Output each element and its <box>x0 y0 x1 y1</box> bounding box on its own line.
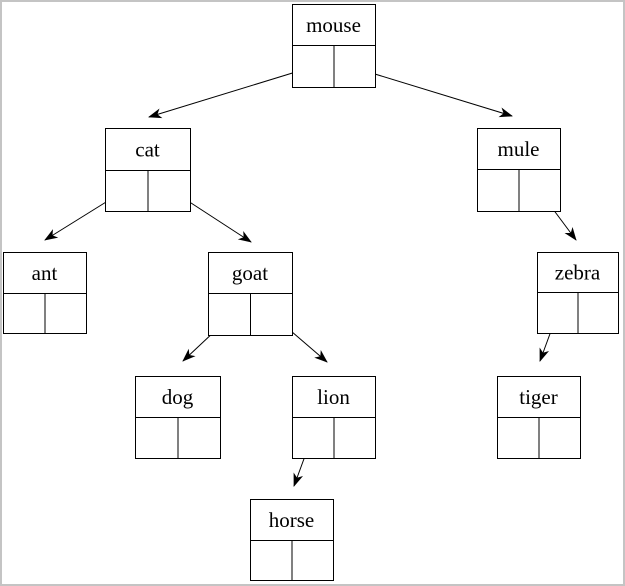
node-label-lion: lion <box>317 385 350 409</box>
edge-mouse-left-to-cat <box>148 66 313 119</box>
node-label-tiger: tiger <box>519 385 557 409</box>
node-label-ant: ant <box>32 261 58 285</box>
tree-node-goat: goat <box>208 252 293 336</box>
tree-node-tiger: tiger <box>497 376 581 459</box>
tree-node-cat: cat <box>105 128 191 212</box>
node-label-dog: dog <box>162 385 194 409</box>
node-label-cat: cat <box>135 138 160 162</box>
node-label-mule: mule <box>498 137 540 161</box>
tree-node-mouse: mouse <box>292 4 376 88</box>
edge-mouse-right-to-mule <box>351 66 513 118</box>
tree-node-zebra: zebra <box>537 252 619 334</box>
tree-node-lion: lion <box>292 376 376 459</box>
tree-node-mule: mule <box>477 128 561 212</box>
node-label-zebra: zebra <box>555 261 601 285</box>
nodes-layer: mouse cat mule ant goat zebra dog lion tiger hors… <box>3 4 619 581</box>
node-label-mouse: mouse <box>306 13 361 37</box>
tree-node-dog: dog <box>135 376 221 459</box>
node-label-goat: goat <box>232 261 268 285</box>
node-label-horse: horse <box>269 508 315 532</box>
tree-node-ant: ant <box>3 252 87 334</box>
tree-node-horse: horse <box>250 499 334 581</box>
